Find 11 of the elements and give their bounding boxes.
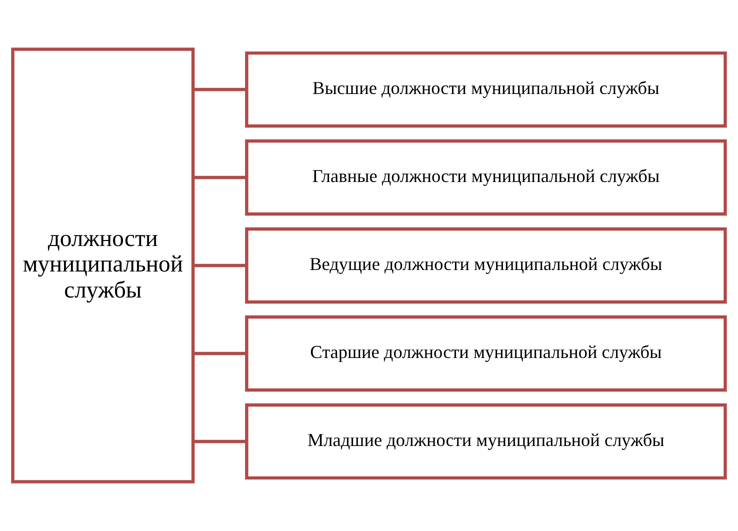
connector (193, 440, 246, 444)
node-box: должности муниципальной службы (11, 48, 195, 484)
node-box: Высшие должности муниципальной службы (245, 51, 727, 128)
node-box: Старшие должности муниципальной службы (245, 315, 727, 392)
connector (193, 176, 246, 180)
node-box: Ведущие должности муниципальной службы (245, 227, 727, 304)
connector (193, 264, 246, 268)
node-box: Главные должности муниципальной службы (245, 139, 727, 216)
connector (193, 352, 246, 356)
connector (193, 88, 246, 92)
node-box: Младшие должности муниципальной службы (245, 403, 727, 480)
